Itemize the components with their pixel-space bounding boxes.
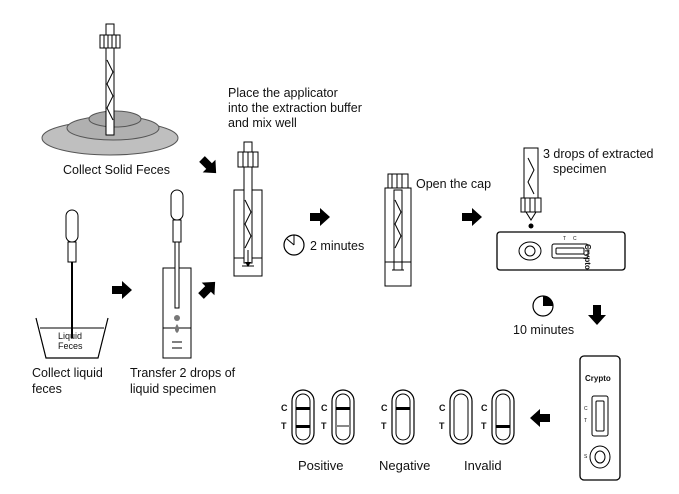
result-c-label: C xyxy=(321,403,328,413)
solid-feces-illustration xyxy=(41,23,179,156)
three-drops-label-2: specimen xyxy=(553,162,607,176)
cassette-horizontal xyxy=(496,231,626,271)
result-c-label: C xyxy=(281,403,288,413)
result-invalid-label: Invalid xyxy=(464,458,502,473)
place-applicator-label-1: Place the applicator xyxy=(228,86,338,100)
transfer-label-1: Transfer 2 drops of xyxy=(130,366,236,380)
cassette-vertical xyxy=(579,355,621,481)
cassette-brand-vertical: Crypto xyxy=(585,374,611,383)
result-invalid-empty xyxy=(449,389,473,445)
cassette-mark-c-vertical: C xyxy=(584,406,588,412)
result-negative-label: Negative xyxy=(379,458,431,473)
cassette-brand-horizontal: Crypto xyxy=(583,244,592,270)
collect-solid-label: Collect Solid Feces xyxy=(63,163,170,177)
three-drops-label-1: 3 drops of extracted xyxy=(543,147,654,161)
two-minutes-label: 2 minutes xyxy=(310,239,365,253)
result-c-label: C xyxy=(439,403,446,413)
open-cap-label: Open the cap xyxy=(416,177,492,191)
transfer-label-2: liquid specimen xyxy=(130,382,217,396)
collect-liquid-label-1: Collect liquid xyxy=(32,366,103,380)
result-positive-label: Positive xyxy=(298,458,344,473)
cassette-mark-c-horizontal: C xyxy=(573,236,577,242)
liquid-feces-cup xyxy=(35,209,109,359)
transfer-tube xyxy=(162,189,192,359)
result-invalid-t-only xyxy=(491,389,515,445)
place-applicator-label-3: and mix well xyxy=(228,116,297,130)
liquid-feces-cup-label-2: Feces xyxy=(58,341,83,351)
result-t-label: T xyxy=(321,421,327,431)
result-positive-weak xyxy=(331,389,355,445)
result-t-label: T xyxy=(481,421,487,431)
result-positive-strong xyxy=(291,389,315,445)
cassette-mark-t-horizontal: T xyxy=(563,236,567,242)
collect-liquid-label-2: feces xyxy=(32,382,62,396)
timer-10-minutes-icon xyxy=(532,295,554,317)
result-t-label: T xyxy=(381,421,387,431)
timer-2-minutes-icon xyxy=(283,234,305,256)
ten-minutes-label: 10 minutes xyxy=(513,323,575,337)
result-t-label: T xyxy=(439,421,445,431)
liquid-feces-cup-label-1: Liquid xyxy=(58,331,83,341)
place-applicator-label-2: into the extraction buffer xyxy=(228,101,362,115)
result-c-label: C xyxy=(481,403,488,413)
opened-tube xyxy=(384,173,412,287)
cassette-mark-t-vertical: T xyxy=(584,418,588,424)
dropper-tube xyxy=(520,147,542,229)
result-negative xyxy=(391,389,415,445)
result-t-label: T xyxy=(281,421,287,431)
cassette-mark-s-vertical: S xyxy=(584,454,588,460)
result-c-label: C xyxy=(381,403,388,413)
extraction-tube xyxy=(233,141,263,277)
